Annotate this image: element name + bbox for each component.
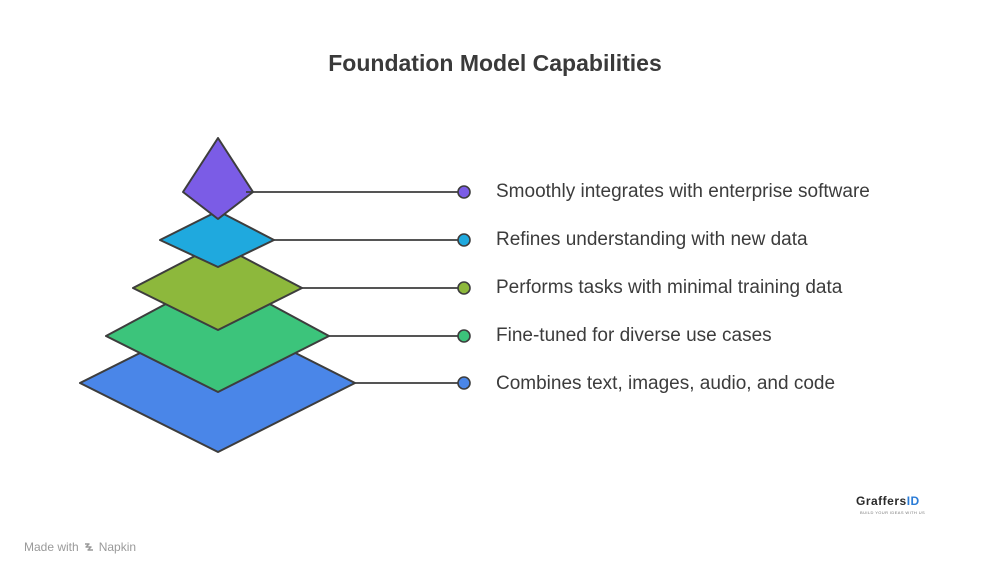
made-with-text: Made with — [24, 540, 79, 554]
pyramid-layer-4 — [105, 275, 330, 393]
logo-tagline: BUILD YOUR IDEAS WITH US — [860, 510, 926, 515]
connector-dot-4 — [457, 329, 471, 343]
layer-label-1: Smoothly integrates with enterprise soft… — [496, 181, 870, 202]
napkin-icon — [84, 543, 93, 551]
pyramid-layer-2 — [159, 210, 275, 268]
layer-label-3: Performs tasks with minimal training dat… — [496, 277, 843, 298]
connector-dot-3 — [457, 281, 471, 295]
page-title: Foundation Model Capabilities — [328, 50, 662, 76]
pyramid-layer-1 — [182, 137, 254, 220]
connector-dot-2 — [457, 233, 471, 247]
logo-name-part2: ID — [906, 494, 920, 508]
connector-dot-5 — [457, 376, 471, 390]
logo-wordmark: GraffersID — [856, 494, 920, 508]
connector-dot-1 — [457, 185, 471, 199]
layer-label-2: Refines understanding with new data — [496, 229, 808, 250]
napkin-brand-text: Napkin — [98, 540, 137, 554]
graffersid-logo: GraffersID BUILD YOUR IDEAS WITH US — [856, 494, 936, 520]
logo-name-part1: Graffers — [856, 494, 907, 508]
layer-label-4: Fine-tuned for diverse use cases — [496, 325, 772, 346]
made-with-napkin: Made with Napkin — [24, 540, 136, 554]
pyramid-layer-3 — [132, 243, 303, 331]
layer-label-5: Combines text, images, audio, and code — [496, 373, 836, 394]
